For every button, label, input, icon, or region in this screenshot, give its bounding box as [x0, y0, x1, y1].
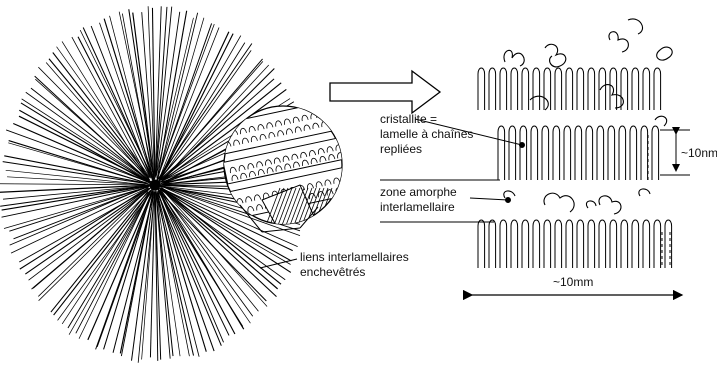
magnified-lamellae-circle: [215, 100, 352, 236]
crystallite-label: cristallite = lamelle à chaînes repliées: [380, 112, 473, 157]
zoom-arrow: [330, 71, 440, 113]
amorphous-chains: [504, 19, 672, 214]
lamella-thickness-label: ~10nm: [681, 146, 717, 161]
spherulite-size-label: ~10mm: [553, 275, 593, 290]
amorphous-zone-label: zone amorphe interlamellaire: [380, 185, 457, 215]
folded-chain-lamellae: [478, 68, 672, 268]
interlamellar-links-label: liens interlamellaires enchevêtrés: [300, 250, 409, 280]
